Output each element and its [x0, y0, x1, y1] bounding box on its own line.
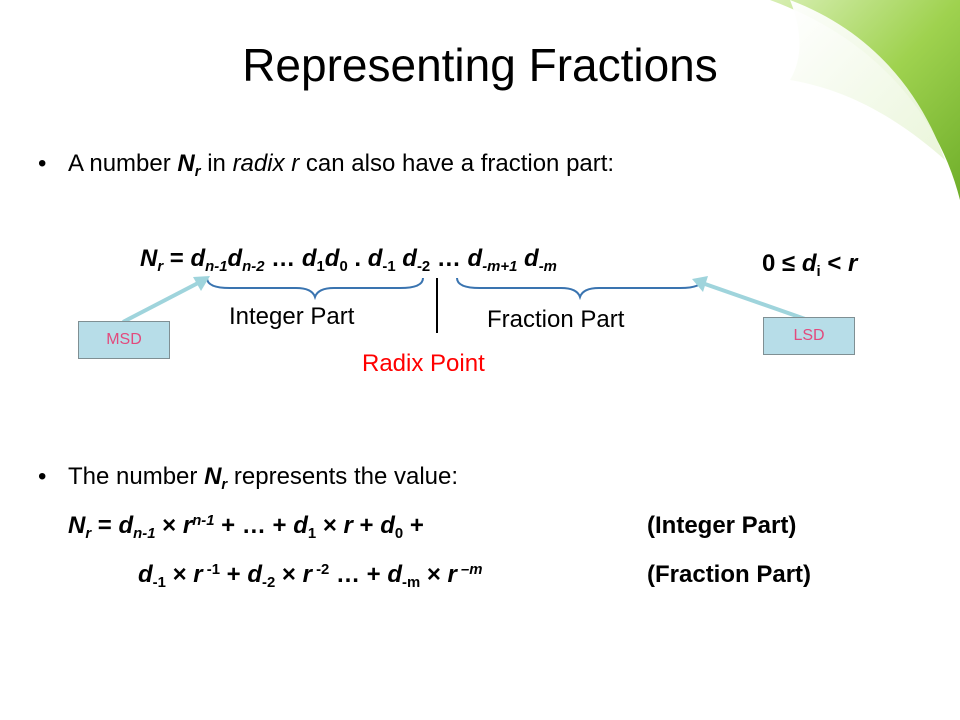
- integer-part-note: (Integer Part): [647, 512, 797, 539]
- digit-range-constraint: 0 ≤ di < r: [762, 250, 858, 281]
- value-formula-fraction: d-1 × r -1 + d-2 × r -2 … + d-m × r –m: [138, 561, 483, 592]
- radix-representation-formula: Nr = dn-1dn-2 … d1d0 . d-1 d-2 … d-m+1 d…: [140, 245, 557, 276]
- bullet-glyph: •: [38, 150, 47, 177]
- value-formula-integer: Nr = dn-1 × rn-1 + … + d1 × r + d0 +: [68, 512, 424, 543]
- radix-point-dot: .: [347, 245, 368, 272]
- fraction-part-note: (Fraction Part): [647, 561, 812, 588]
- bullet-glyph: •: [38, 463, 47, 490]
- fraction-digits: d-1 d-2 … d-m+1 d-m: [367, 245, 557, 276]
- integer-digits: dn-1dn-2 … d1d0: [190, 245, 348, 276]
- integer-part-label: Integer Part: [229, 303, 355, 330]
- fraction-part-brace: [456, 277, 704, 301]
- msd-tag: MSD: [78, 321, 170, 359]
- lsd-arrow: [704, 282, 809, 322]
- radix-point-label: Radix Point: [362, 350, 485, 377]
- slide-title: Representing Fractions: [242, 39, 718, 91]
- lsd-tag: LSD: [763, 317, 855, 355]
- msd-arrow: [122, 280, 201, 324]
- page-curl-decoration: [770, 0, 960, 200]
- integer-part-brace: [206, 277, 424, 301]
- lsd-arrow-head: [692, 276, 708, 292]
- msd-arrow-head: [193, 276, 210, 291]
- fraction-part-label: Fraction Part: [487, 306, 625, 333]
